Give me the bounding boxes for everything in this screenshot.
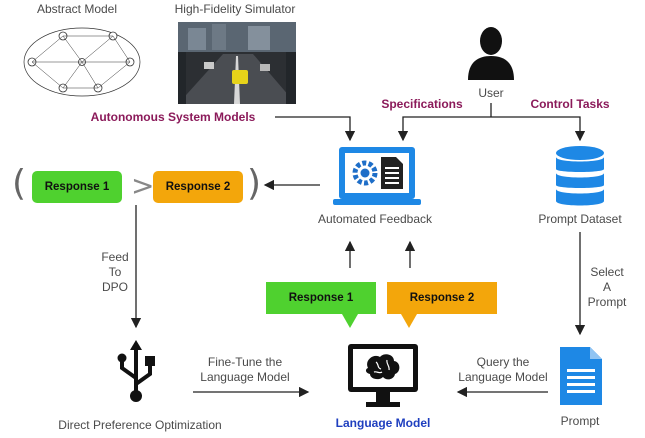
user-icon	[468, 27, 514, 80]
finetune-label-line2: Language Model	[200, 370, 290, 384]
arrow-user-to-feedback	[397, 116, 491, 142]
prompt-word-label: Prompt	[587, 295, 627, 309]
lm-response-2: Response 2	[387, 282, 497, 314]
arrow-models-to-feedback	[275, 116, 356, 142]
prompt-document-icon	[560, 347, 602, 405]
simulator-screenshot	[178, 22, 296, 104]
specifications-label: Specifications	[381, 97, 463, 111]
database-icon	[556, 146, 604, 206]
response1-bubble-tail	[342, 314, 358, 328]
autonomous-models-label: Autonomous System Models	[90, 110, 256, 124]
usb-icon	[117, 340, 155, 402]
prompt-dataset-label: Prompt Dataset	[538, 212, 622, 226]
abstract-model-graph	[23, 27, 141, 97]
arrow-user-to-dataset	[491, 116, 586, 142]
finetune-label-line1: Fine-Tune the	[207, 355, 283, 369]
lm-response-1: Response 1	[266, 282, 376, 314]
ranked-response-1: Response 1	[32, 171, 122, 203]
user-label: User	[478, 86, 504, 100]
query-label-line2: Language Model	[458, 370, 548, 384]
dpo-full-label: Direct Preference Optimization	[58, 418, 222, 432]
language-model-label: Language Model	[335, 416, 431, 430]
control-tasks-label: Control Tasks	[530, 97, 610, 111]
automated-feedback-label: Automated Feedback	[317, 212, 433, 226]
a-label: A	[602, 280, 611, 294]
greater-than-sign: >	[131, 169, 155, 202]
open-paren: (	[12, 163, 27, 204]
abstract-model-label: Abstract Model	[36, 2, 118, 16]
prompt-label: Prompt	[560, 414, 600, 428]
feedback-laptop-icon	[333, 147, 421, 205]
query-label-line1: Query the	[476, 355, 530, 369]
dpo-label: DPO	[101, 280, 128, 294]
feed-label: Feed	[101, 250, 129, 264]
to-label: To	[108, 265, 122, 279]
simulator-label: High-Fidelity Simulator	[174, 2, 296, 16]
select-label: Select	[590, 265, 624, 279]
language-model-monitor-icon	[348, 344, 418, 407]
ranked-response-2: Response 2	[153, 171, 243, 203]
close-paren: )	[247, 163, 262, 204]
response2-bubble-tail	[401, 314, 417, 328]
